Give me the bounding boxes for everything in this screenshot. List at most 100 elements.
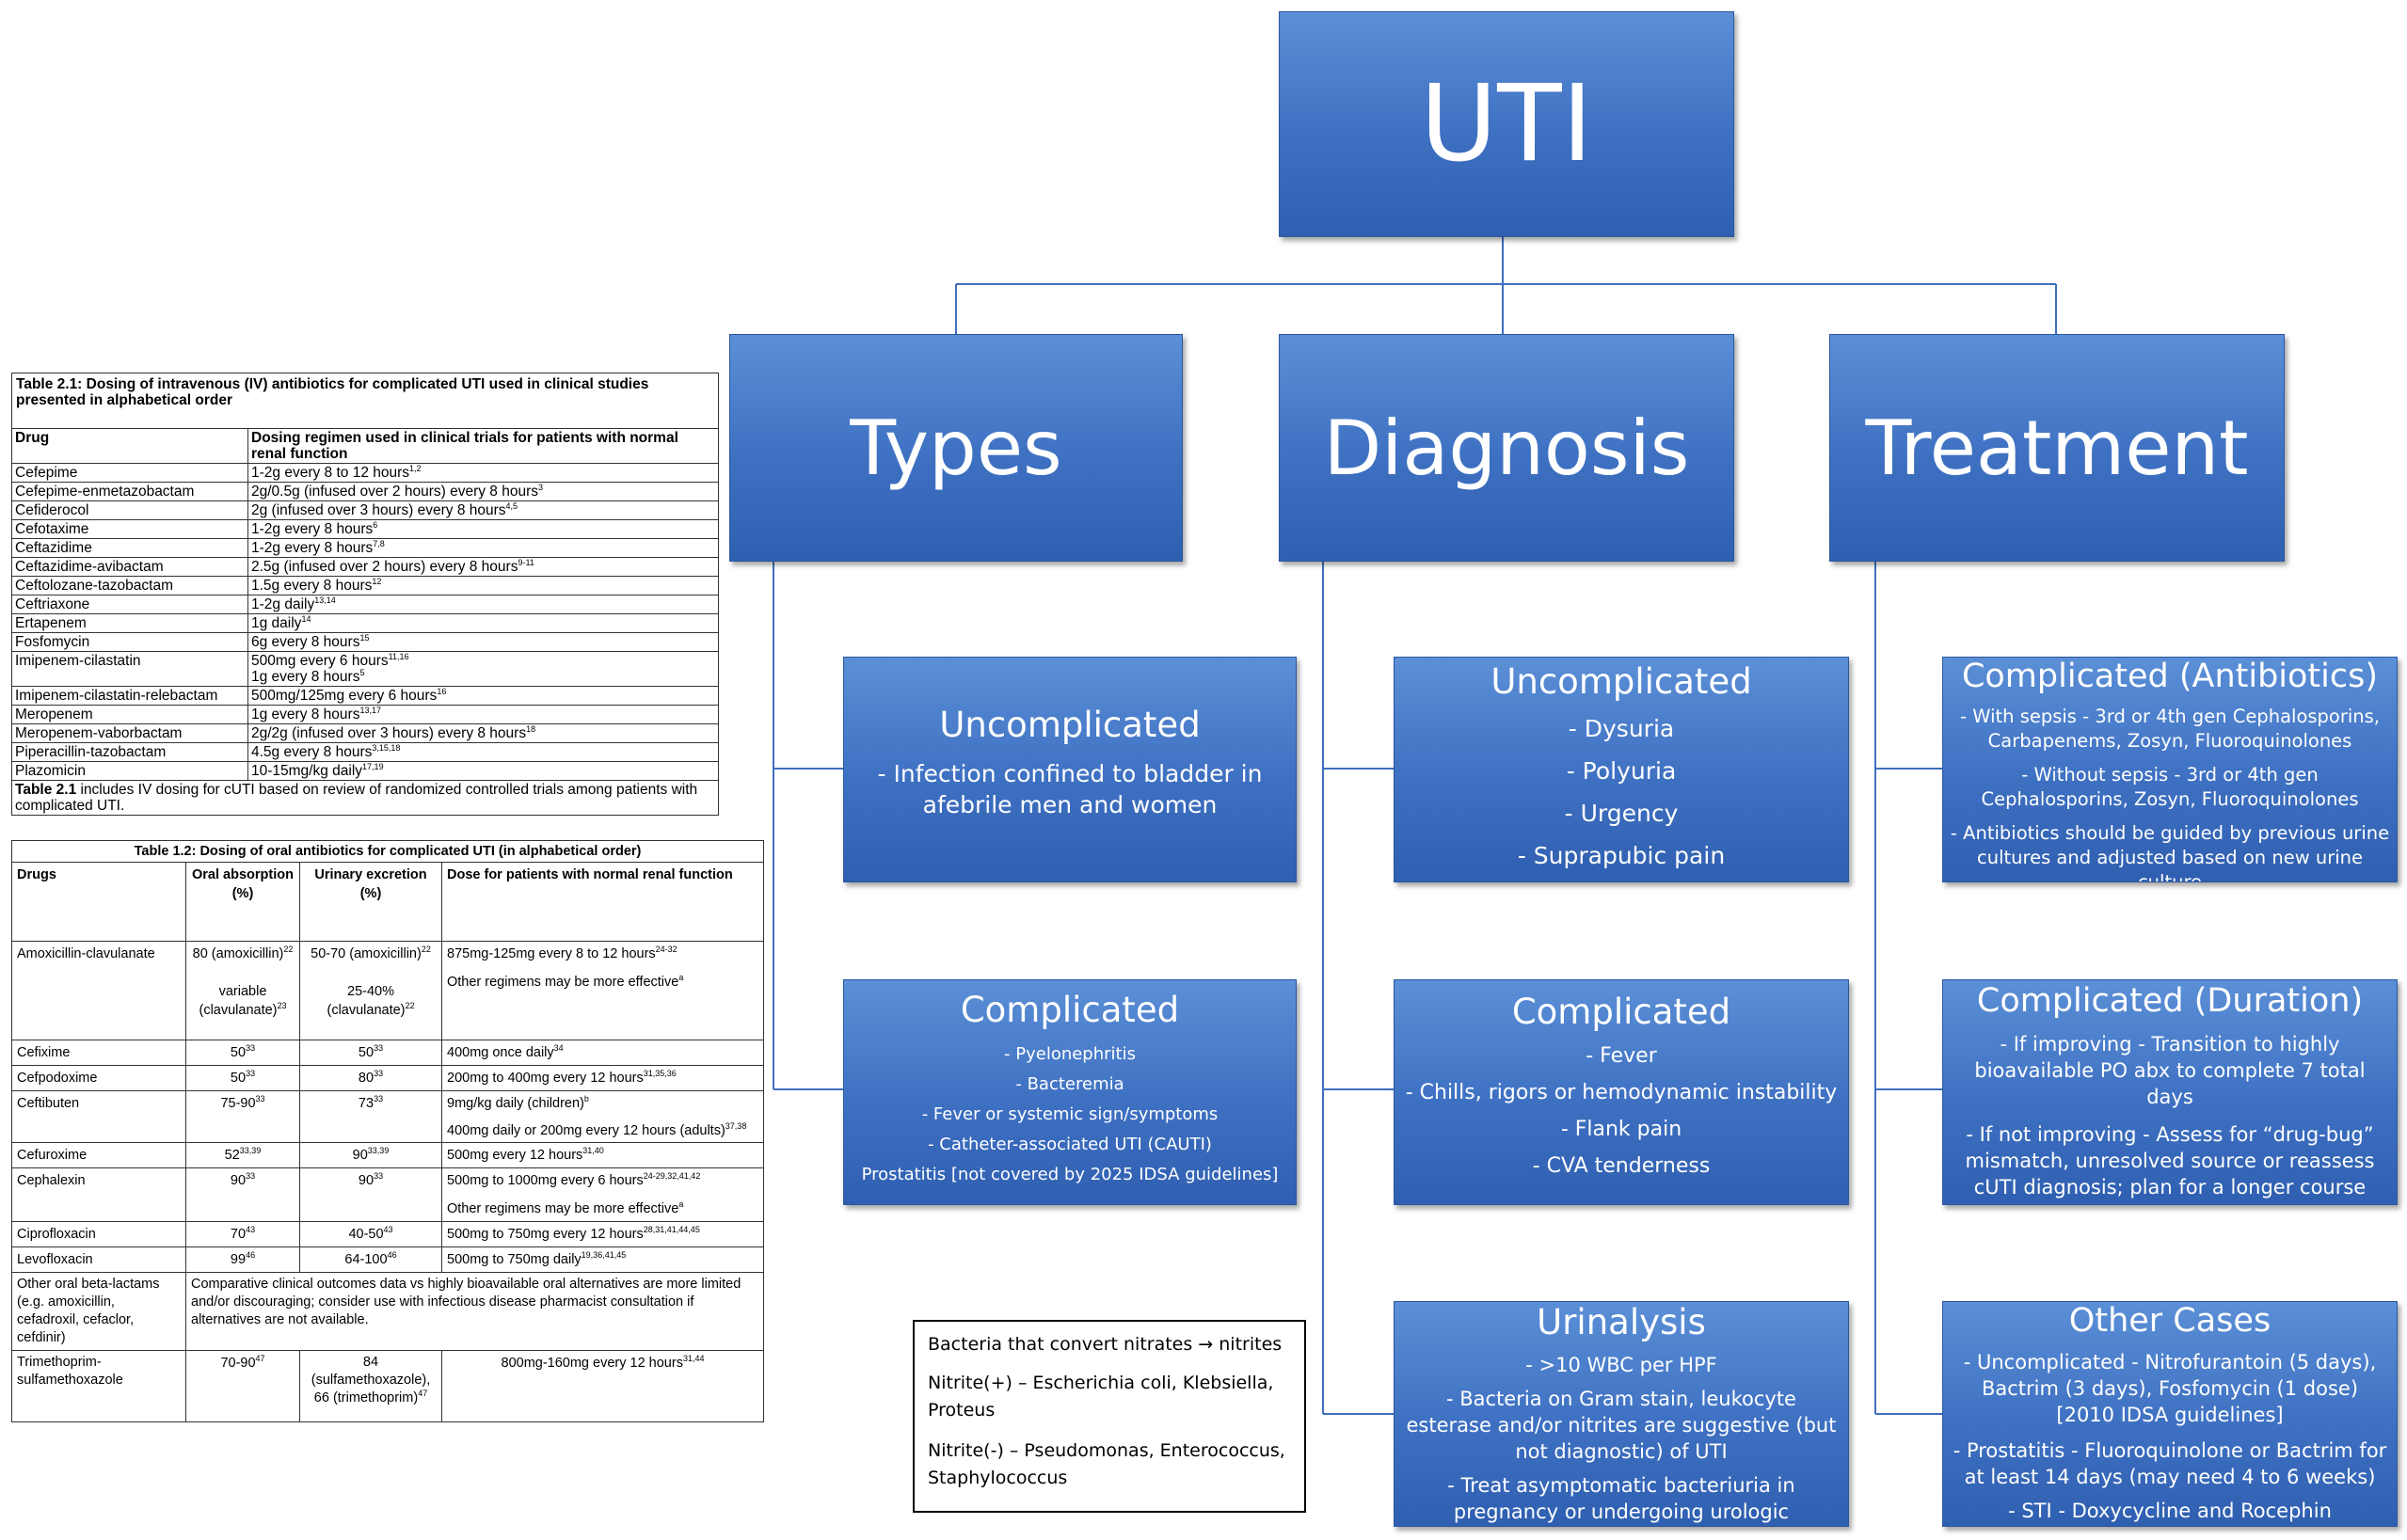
table-cell: 400mg once daily34 [441,1040,764,1066]
branch-diagnosis: Diagnosis [1279,334,1734,562]
text: Other regimens may be more effectivea [447,973,758,992]
text: 400mg daily or 200mg every 12 hours (adu… [447,1123,725,1138]
table-cell: Ciprofloxacin [11,1221,186,1247]
types-uncomplicated-title: Uncomplicated [939,705,1201,745]
diagnosis-uncomplicated: Uncomplicated - Dysuria - Polyuria - Urg… [1394,657,1849,882]
oral-antibiotics-table: Table 1.2: Dosing of oral antibiotics fo… [11,840,764,1422]
text: Table 2.1: Dosing of intravenous (IV) an… [11,373,719,429]
text: 84 (sulfamethoxazole), 66 (trimethoprim) [311,1355,431,1405]
text: 50-70 (amoxicillin) [311,946,422,961]
text: 1-2g every 8 hours [251,540,374,556]
table-cell: Cephalexin [11,1167,186,1222]
table-cell: Levofloxacin [11,1246,186,1273]
reference-superscript: 9-11 [518,557,534,567]
table2-header-dose: Dose for patients with normal renal func… [441,862,764,942]
reference-superscript: 33 [246,1043,256,1054]
text: 70 [230,1227,247,1242]
table-cell: Amoxicillin-clavulanate [11,941,186,1040]
text: 1-2g every 8 hours [251,521,374,537]
treatment-other-line-2: - Prostatitis - Fluoroquinolone or Bactr… [1953,1439,2387,1488]
diagnosis-uncomplicated-line-3: - Urgency [1564,800,1679,827]
diagnosis-uncomplicated-line-4: - Suprapubic pain [1517,842,1726,869]
text: 40-50 [348,1227,384,1242]
table-cell: Cefpodoxime [11,1065,186,1091]
table-cell: 800mg-160mg every 12 hours31,44 [441,1350,764,1422]
text: 80 (amoxicillin) [192,946,284,961]
text: 2g/0.5g (infused over 2 hours) every 8 h… [251,484,539,500]
reference-superscript: 13,17 [359,705,381,715]
table-cell: 2g (infused over 3 hours) every 8 hours4… [247,500,719,520]
reference-superscript: 31,40 [582,1146,604,1156]
table-cell: Ceftriaxone [11,595,248,614]
text: 200mg to 400mg every 12 hours [447,1071,644,1086]
table-cell: 4.5g every 8 hours3,15,18 [247,742,719,762]
reference-superscript: 43 [383,1225,393,1235]
text: 400mg daily or 200mg every 12 hours (adu… [447,1122,758,1139]
reference-superscript: 28,31,41,44,45 [643,1225,700,1235]
table-cell: 1g daily14 [247,613,719,633]
reference-superscript: 3,15,18 [372,742,401,753]
diagnosis-complicated-line-4: - CVA tenderness [1532,1154,1711,1178]
table-cell: Meropenem-vaborbactam [11,723,248,743]
types-complicated-line-1: - Pyelonephritis [1004,1044,1136,1064]
table-cell: 5033 [185,1040,300,1066]
treatment-duration-title: Complicated (Duration) [1976,982,2364,1020]
table-cell: Fosfomycin [11,632,248,652]
text: 90 [352,1148,368,1163]
reference-superscript: 33 [374,1171,384,1182]
table1-footnote: Table 2.1 includes IV dosing for cUTI ba… [11,780,719,816]
types-complicated-line-4: - Catheter-associated UTI (CAUTI) [928,1135,1212,1154]
diagnosis-uncomplicated-line-1: - Dysuria [1568,715,1675,742]
treatment-duration: Complicated (Duration) - If improving - … [1942,979,2398,1205]
table-cell: 1-2g every 8 to 12 hours1,2 [247,463,719,483]
table-cell: 7333 [299,1090,442,1143]
table-row: Amoxicillin-clavulanate 80 (amoxicillin)… [11,941,764,1040]
reference-superscript: 33,39 [367,1146,390,1156]
text: 52 [224,1148,240,1163]
text: 1g every 8 hours [251,706,360,722]
reference-superscript: 33,39 [239,1146,262,1156]
table1-caption: Table 2.1: Dosing of intravenous (IV) an… [11,373,719,429]
table-cell: 500mg every 12 hours31,40 [441,1142,764,1168]
treatment-antibiotics-line-2: - Without sepsis - 3rd or 4th gen Cephal… [1981,764,2359,810]
table-cell: Cefixime [11,1040,186,1066]
table-cell: 1-2g every 8 hours6 [247,519,719,539]
treatment-duration-line-2: - If not improving - Assess for “drug-bu… [1965,1123,2375,1199]
text: 6g every 8 hours [251,634,360,650]
table-cell: Trimethoprim-sulfamethoxazole [11,1350,186,1422]
text: 500mg every 6 hours [251,653,389,669]
table-cell: Imipenem-cilastatin [11,651,248,687]
reference-superscript: 4,5 [505,500,518,511]
table-cell: Ceftolozane-tazobactam [11,576,248,595]
table-cell: 5233,39 [185,1142,300,1168]
table-cell: 9033,39 [299,1142,442,1168]
reference-superscript: 33 [374,1094,384,1104]
table-cell: Imipenem-cilastatin-relebactam [11,686,248,706]
types-uncomplicated: Uncomplicated - Infection confined to bl… [843,657,1297,882]
text: 64-100 [344,1252,388,1267]
reference-superscript: 14 [301,613,311,624]
table-cell: 500mg to 750mg daily19,36,41,45 [441,1246,764,1273]
reference-superscript: 24-32 [655,945,677,955]
root-node: UTI [1279,11,1734,237]
reference-superscript: 37,38 [725,1121,747,1132]
reference-superscript: 19,36,41,45 [581,1250,627,1261]
root-title: UTI [1420,63,1593,185]
text: 2g/2g (infused over 3 hours) every 8 hou… [251,725,527,741]
table-cell: 500mg/125mg every 6 hours16 [247,686,719,706]
branch-types: Types [729,334,1183,562]
table-cell: Ceftazidime-avibactam [11,557,248,577]
text: 2.5g (infused over 2 hours) every 8 hour… [251,559,518,575]
reference-superscript: 12 [372,576,382,586]
text: 4.5g every 8 hours [251,744,373,760]
text: 1g daily [251,615,302,631]
